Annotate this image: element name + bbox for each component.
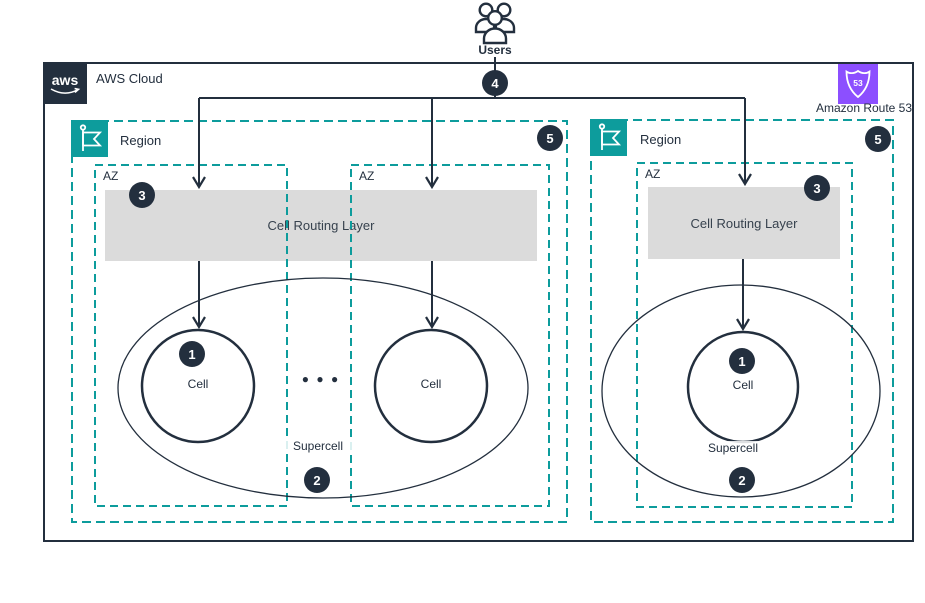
step-badge-3-region1: 3: [129, 182, 155, 208]
route53-shield: [845, 69, 871, 99]
cell-routing-layer-label: Cell Routing Layer: [690, 215, 798, 231]
cell-routing-layer-label: Cell Routing Layer: [267, 218, 375, 233]
cell-2-label: Cell: [420, 377, 442, 391]
az-1-label: AZ: [103, 169, 119, 183]
step-badge-3-region2: 3: [804, 175, 830, 201]
cell-3-label: Cell: [732, 378, 754, 392]
supercell-2-label: Supercell: [695, 441, 771, 455]
aws-cloud-label: AWS Cloud: [96, 71, 163, 86]
route53-label: Amazon Route 53: [815, 101, 913, 115]
region-2-label: Region: [640, 132, 682, 147]
users-label: Users: [478, 43, 512, 57]
step-badge-4: 4: [482, 70, 508, 96]
step-badge-2-region2: 2: [729, 467, 755, 493]
route53-icon: 53: [838, 64, 878, 104]
cell-1-label: Cell: [187, 377, 209, 391]
aws-logo-smile: [50, 87, 81, 94]
step-badge-2-region1: 2: [304, 467, 330, 493]
aws-cloud-container: [43, 62, 914, 542]
az-2-label: AZ: [359, 169, 375, 183]
step-badge-5-region2: 5: [865, 126, 891, 152]
aws-logo: aws: [43, 62, 87, 104]
users-icon: [467, 1, 523, 45]
region-flag-icon: [590, 119, 627, 156]
ellipsis-dots: ● ● ●: [301, 372, 341, 386]
route53-shield-number: 53: [853, 78, 863, 88]
aws-logo-text: aws: [52, 72, 79, 88]
cell-routing-layer-region1: Cell Routing Layer: [105, 190, 537, 261]
step-badge-5-region1: 5: [537, 125, 563, 151]
az-3-label: AZ: [645, 167, 661, 181]
region-1-label: Region: [120, 133, 162, 148]
region-flag-icon: [71, 120, 108, 157]
step-badge-1-region2: 1: [729, 348, 755, 374]
supercell-1-label: Supercell: [280, 439, 356, 453]
step-badge-1-region1: 1: [179, 341, 205, 367]
